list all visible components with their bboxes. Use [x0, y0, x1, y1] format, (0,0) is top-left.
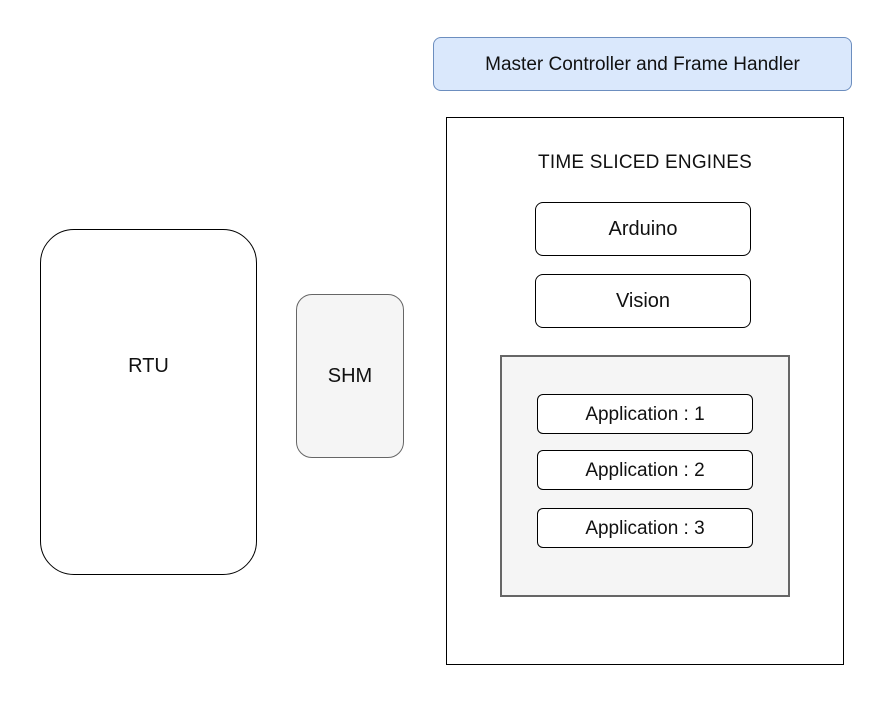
vision-engine-label: Vision — [615, 290, 671, 312]
rtu-label: RTU — [128, 355, 169, 377]
time-sliced-engines-title: TIME SLICED ENGINES — [538, 152, 752, 173]
arduino-engine-label: Arduino — [608, 218, 678, 240]
application-1-label: Application : 1 — [585, 403, 705, 425]
arduino-engine-box: Arduino — [535, 202, 751, 256]
shm-label: SHM — [327, 365, 373, 387]
master-controller-label: Master Controller and Frame Handler — [485, 53, 800, 75]
application-3-box: Application : 3 — [537, 508, 753, 548]
application-1-box: Application : 1 — [537, 394, 753, 434]
application-2-label: Application : 2 — [585, 459, 705, 481]
vision-engine-box: Vision — [535, 274, 751, 328]
master-controller-box: Master Controller and Frame Handler — [433, 37, 852, 91]
rtu-box: RTU — [40, 229, 257, 575]
shm-box: SHM — [296, 294, 404, 458]
application-3-label: Application : 3 — [585, 517, 705, 539]
application-2-box: Application : 2 — [537, 450, 753, 490]
